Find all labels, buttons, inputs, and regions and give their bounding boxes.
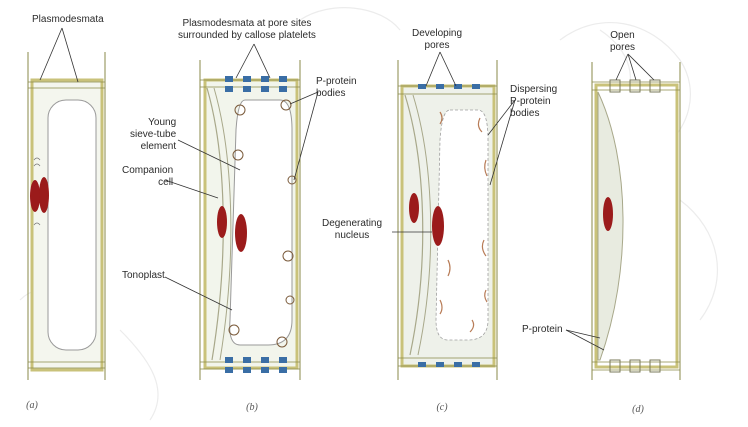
panel-b-callose-platelets: [225, 76, 287, 373]
label-degenerating-line1: Degenerating: [322, 218, 383, 229]
label-developing-line1: Developing: [412, 28, 463, 39]
caption-b: (b): [246, 402, 258, 413]
label-open-line2: pores: [610, 42, 636, 53]
panel-b-young-nucleus: [235, 214, 247, 252]
caption-c: (c): [436, 402, 448, 413]
label-companion-cell: Companion cell: [122, 165, 173, 189]
label-companion-line2: cell: [158, 177, 174, 188]
panel-d-open-pores: [609, 79, 661, 373]
panel-a-nucleus-1: [30, 180, 40, 212]
label-open-line1: Open: [610, 30, 635, 41]
panel-b-cell: [199, 60, 301, 380]
label-degenerating-nucleus: Degenerating nucleus: [322, 218, 382, 242]
label-young-line2: sieve-tube: [130, 129, 177, 140]
label-p-protein-bodies-line1: P-protein: [316, 76, 357, 87]
panel-c-dispersing-p-protein: [439, 111, 488, 333]
label-tonoplast: Tonoplast: [122, 270, 165, 281]
label-dispersing-line3: bodies: [510, 108, 540, 119]
label-young-line1: Young: [148, 117, 177, 128]
label-dispersing-line1: Dispersing: [510, 84, 558, 95]
panel-d-nucleus: [603, 197, 613, 231]
label-dispersing-p-protein-bodies: Dispersing P-protein bodies: [510, 84, 557, 120]
panel-c-developing-pores: [418, 84, 480, 367]
label-p-protein-bodies-line2: bodies: [316, 88, 346, 99]
caption-a: (a): [26, 400, 38, 411]
label-p-protein: P-protein: [522, 324, 563, 335]
caption-d: (d): [632, 404, 644, 415]
panel-b-p-protein-bodies: [228, 99, 297, 348]
panel-c-degenerating-nucleus: [432, 206, 444, 246]
panel-d-leader-lines: [565, 53, 655, 351]
label-p-protein-bodies: P-protein bodies: [316, 76, 357, 100]
label-plasmodesmata: Plasmodesmata: [32, 14, 104, 25]
panel-c-leader-lines: [392, 51, 516, 233]
panel-c-companion-nucleus: [409, 193, 419, 223]
panel-c-cell: [397, 60, 498, 380]
label-dispersing-line2: P-protein: [510, 96, 551, 107]
label-companion-line1: Companion: [122, 165, 174, 176]
label-plasmodesmata-pore-sites-line2: surrounded by callose platelets: [178, 30, 316, 41]
panel-b-companion-nucleus: [217, 206, 227, 238]
label-young-line3: element: [140, 141, 177, 152]
panel-a-cell: [27, 52, 106, 380]
label-developing-pores: Developing pores: [412, 28, 462, 52]
panel-b-leader-lines: [164, 43, 319, 311]
label-young-sieve-tube-element: Young sieve-tube element: [130, 117, 176, 153]
panel-a-nucleus-2: [39, 177, 49, 213]
label-degenerating-line2: nucleus: [334, 230, 370, 241]
label-plasmodesmata-pore-sites-line1: Plasmodesmata at pore sites: [182, 18, 312, 29]
panel-a-leader-lines: [39, 27, 79, 83]
label-open-pores: Open pores: [610, 30, 635, 54]
label-plasmodesmata-pore-sites: Plasmodesmata at pore sites surrounded b…: [178, 18, 316, 42]
panel-d-cell: [591, 62, 681, 380]
label-developing-line2: pores: [424, 40, 450, 51]
